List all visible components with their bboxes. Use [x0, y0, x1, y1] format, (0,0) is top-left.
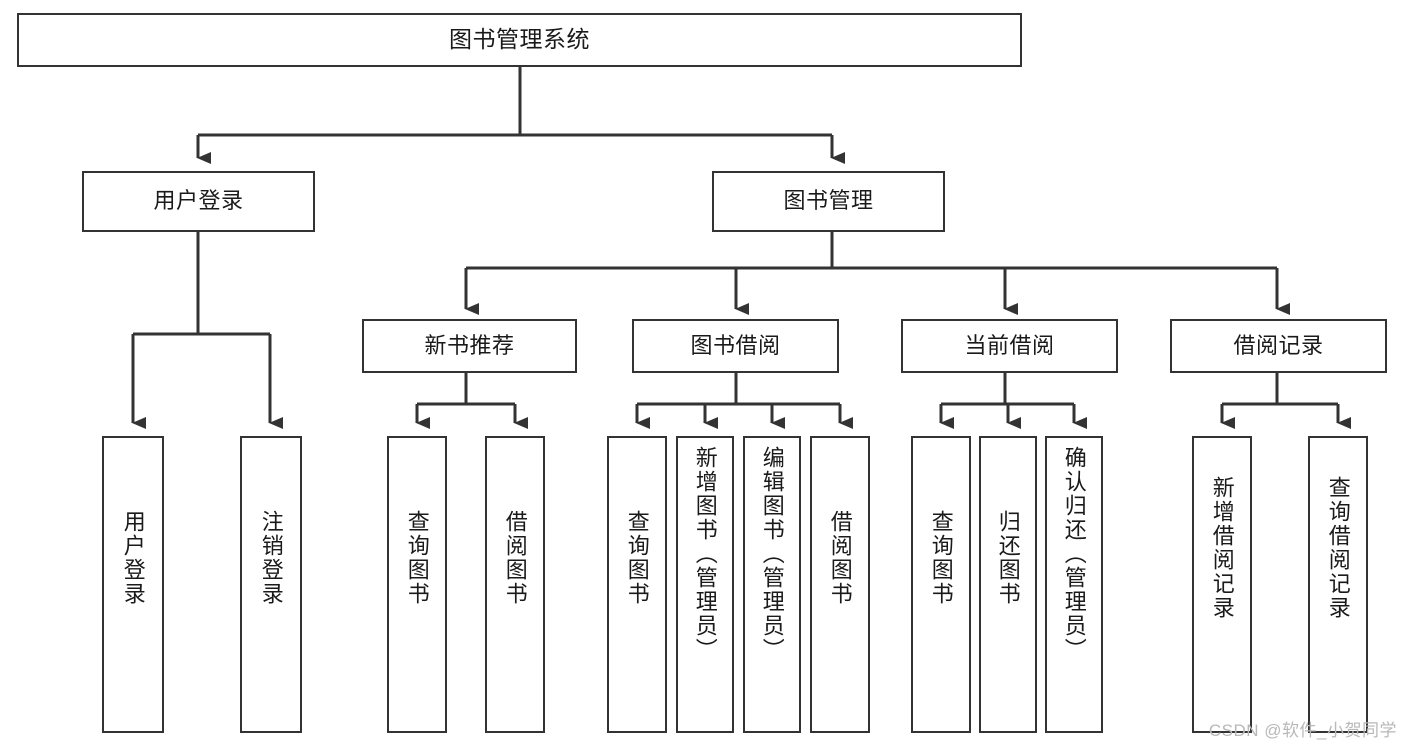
node-leaf-query-record-label: 查询借阅记录 [1325, 476, 1351, 620]
node-new-book-rec-label: 新书推荐 [424, 332, 515, 358]
node-leaf-confirm-return[interactable]: 确认归还（管理员） [1045, 436, 1103, 733]
node-user-login-label: 用户登录 [153, 188, 244, 214]
node-leaf-return-book[interactable]: 归还图书 [979, 436, 1037, 733]
node-root-label: 图书管理系统 [449, 26, 590, 53]
node-leaf-user-login-label: 用户登录 [120, 510, 146, 606]
node-leaf-borrow-book-2-label: 借阅图书 [827, 510, 853, 606]
node-book-manage[interactable]: 图书管理 [712, 171, 945, 232]
csdn-watermark: CSDN @软件_小贺同学 [1208, 721, 1397, 740]
node-leaf-user-login[interactable]: 用户登录 [102, 436, 164, 733]
node-leaf-query-book-1[interactable]: 查询图书 [387, 436, 447, 733]
node-leaf-edit-book[interactable]: 编辑图书（管理员） [743, 436, 801, 733]
node-current-borrow-label: 当前借阅 [964, 332, 1055, 358]
node-leaf-return-book-label: 归还图书 [995, 510, 1021, 606]
node-leaf-borrow-book-1-label: 借阅图书 [502, 510, 528, 606]
node-book-borrow-label: 图书借阅 [690, 332, 781, 358]
node-leaf-query-book-1-label: 查询图书 [404, 510, 430, 606]
node-leaf-logout-label: 注销登录 [258, 510, 284, 606]
node-leaf-confirm-return-label: 确认归还（管理员） [1061, 446, 1087, 662]
node-leaf-borrow-book-2[interactable]: 借阅图书 [810, 436, 870, 733]
node-leaf-edit-book-label: 编辑图书（管理员） [759, 446, 785, 662]
node-leaf-add-record-label: 新增借阅记录 [1209, 476, 1235, 620]
node-leaf-query-book-3-label: 查询图书 [928, 510, 954, 606]
node-root[interactable]: 图书管理系统 [17, 13, 1022, 67]
node-book-borrow[interactable]: 图书借阅 [632, 319, 839, 373]
node-new-book-rec[interactable]: 新书推荐 [362, 319, 577, 373]
node-current-borrow[interactable]: 当前借阅 [901, 319, 1118, 373]
node-leaf-borrow-book-1[interactable]: 借阅图书 [485, 436, 545, 733]
node-leaf-add-record[interactable]: 新增借阅记录 [1192, 436, 1252, 733]
node-borrow-record[interactable]: 借阅记录 [1170, 319, 1387, 373]
node-leaf-query-book-2-label: 查询图书 [624, 510, 650, 606]
node-leaf-query-record[interactable]: 查询借阅记录 [1308, 436, 1368, 733]
node-book-manage-label: 图书管理 [783, 188, 874, 214]
node-leaf-logout[interactable]: 注销登录 [240, 436, 302, 733]
node-leaf-query-book-3[interactable]: 查询图书 [911, 436, 971, 733]
node-user-login[interactable]: 用户登录 [82, 171, 315, 232]
node-leaf-query-book-2[interactable]: 查询图书 [607, 436, 667, 733]
node-leaf-add-book-label: 新增图书（管理员） [692, 446, 718, 662]
node-borrow-record-label: 借阅记录 [1233, 332, 1324, 358]
node-leaf-add-book[interactable]: 新增图书（管理员） [676, 436, 734, 733]
